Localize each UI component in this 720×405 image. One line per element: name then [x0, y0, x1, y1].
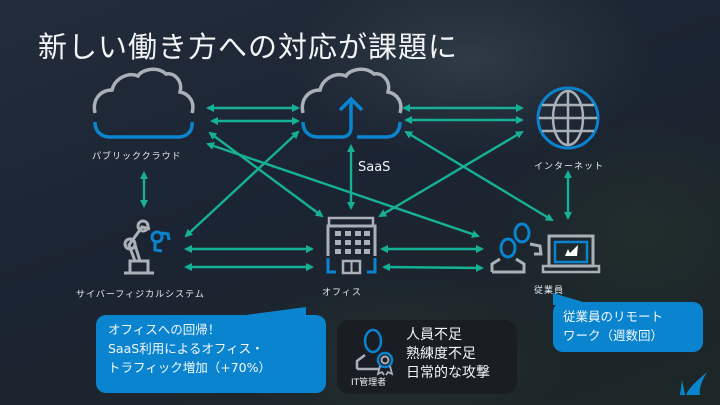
- page-title: 新しい働き方への対応が課題に: [38, 30, 459, 64]
- arrow-saas-cps: [184, 130, 300, 238]
- it-admin-icon: [355, 328, 394, 376]
- it-issue: 熟練度不足: [406, 346, 476, 362]
- arrow-saas-employee: [404, 130, 554, 222]
- callout-line: ワーク（週数回）: [563, 328, 664, 343]
- it-admin-label: IT管理者: [351, 378, 387, 388]
- arrow-internet-office: [378, 130, 524, 218]
- robot-arm-icon: [123, 219, 171, 275]
- arrow-public-cloud-employee: [206, 142, 480, 238]
- label-public-cloud: パブリッククラウド: [92, 152, 182, 162]
- label-cyber-physical-system: サイバーフィジカルシステム: [76, 290, 205, 300]
- callout-line: オフィスへの回帰！: [108, 322, 221, 337]
- arrow-public-cloud-office: [208, 131, 324, 218]
- callout-line: 従業員のリモート: [563, 309, 664, 324]
- label-saas: SaaS: [358, 160, 391, 175]
- label-internet: インターネット: [534, 162, 605, 172]
- public-cloud-icon: [92, 67, 195, 139]
- globe-icon: [536, 86, 600, 150]
- employees-icon: [490, 222, 543, 274]
- office-building-icon: [326, 216, 377, 275]
- label-office: オフィス: [322, 288, 362, 298]
- brand-logo-icon: [680, 372, 707, 395]
- laptop-icon: [541, 234, 601, 274]
- arrow-office-employee-2: [382, 263, 484, 272]
- label-employee: 従業員: [534, 286, 565, 296]
- it-admin-box: IT管理者 人員不足 熟練度不足 日常的な攻撃: [337, 320, 517, 394]
- callout-line: トラフィック増加（+70%）: [108, 360, 272, 375]
- it-issue: 人員不足: [406, 327, 462, 343]
- callout-office-return: オフィスへの回帰！ SaaS利用によるオフィス・ トラフィック増加（+70%）: [96, 307, 326, 393]
- saas-cloud-icon: [300, 67, 403, 139]
- it-issue: 日常的な攻撃: [406, 365, 490, 381]
- callout-remote-work: 従業員のリモート ワーク（週数回）: [553, 293, 703, 352]
- callout-line: SaaS利用によるオフィス・: [108, 341, 264, 356]
